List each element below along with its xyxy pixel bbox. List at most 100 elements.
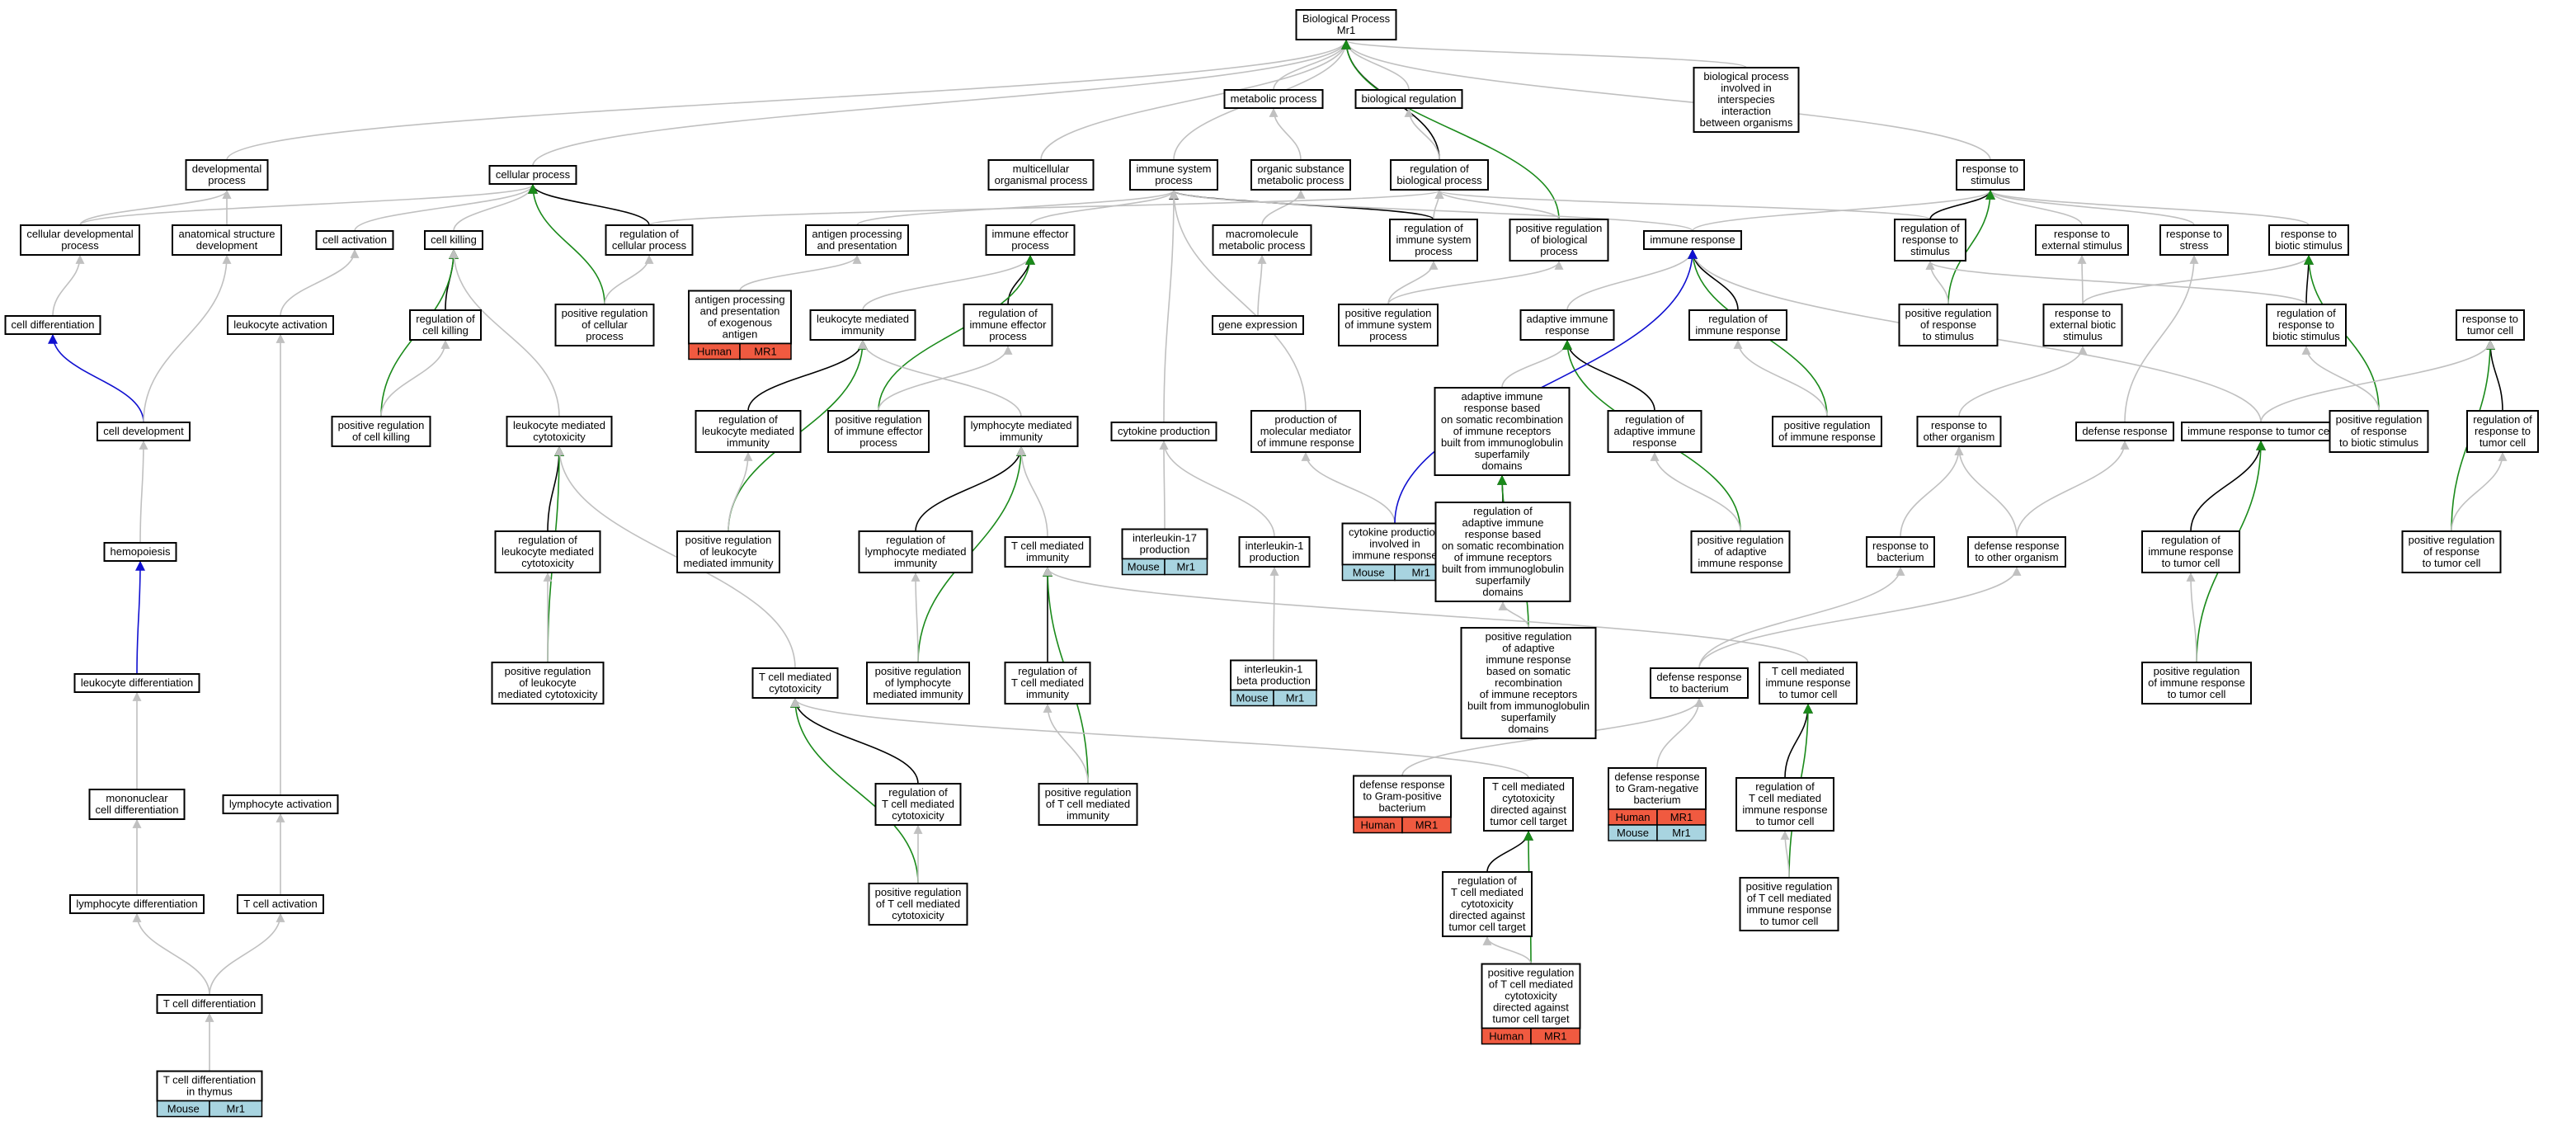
tag-gene-cell bbox=[1656, 824, 1707, 841]
node-label: to bacterium bbox=[1669, 682, 1729, 695]
node-box bbox=[1223, 89, 1324, 109]
node-label: on somatic recombination bbox=[1442, 540, 1564, 552]
node-label: response bbox=[1545, 324, 1589, 337]
node-box bbox=[2159, 224, 2229, 256]
node-label: cytotoxicity bbox=[533, 431, 586, 443]
node-box bbox=[227, 315, 334, 335]
node-label: of immune system bbox=[1345, 318, 1431, 331]
node-box bbox=[751, 667, 839, 699]
node-label: adaptive immune bbox=[1462, 516, 1544, 529]
node-label: lymphocyte mediated bbox=[971, 419, 1072, 431]
node-label: immune system bbox=[1396, 233, 1471, 246]
node-box bbox=[676, 530, 780, 573]
node-label: immune response to tumor cell bbox=[2187, 425, 2334, 437]
node-label: positive regulation bbox=[836, 413, 922, 426]
node-label: of immune effector bbox=[834, 425, 923, 437]
node-label: T cell differentiation bbox=[163, 1074, 256, 1086]
go-node-hemo: hemopoiesis bbox=[103, 542, 177, 562]
edge-posregimmsys-to-regimmsys bbox=[1387, 260, 1439, 305]
node-box bbox=[69, 894, 205, 914]
node-box bbox=[1894, 219, 1966, 262]
node-label: involved in bbox=[1369, 538, 1420, 550]
tag-species: Human bbox=[697, 346, 732, 358]
node-label: cell killing bbox=[422, 324, 469, 337]
node-label: regulation of bbox=[2277, 307, 2336, 319]
node-label: hemopoiesis bbox=[111, 545, 171, 558]
node-label: metabolic process bbox=[1258, 174, 1345, 186]
node-label: of response bbox=[2351, 425, 2407, 437]
node-box bbox=[2035, 224, 2129, 256]
node-label: cell development bbox=[103, 425, 184, 437]
node-label: immune response bbox=[1486, 653, 1571, 666]
edge-respextbio-to-respbiotic bbox=[2082, 254, 2314, 305]
node-label: bacterium bbox=[1877, 551, 1924, 563]
node-box bbox=[2141, 662, 2252, 705]
go-node-celldiff: cell differentiation bbox=[4, 315, 101, 335]
node-box bbox=[1688, 309, 1787, 341]
edge-posregtcellcytotumor-to-regtcellcytotumor bbox=[1482, 935, 1532, 964]
node-label: in thymus bbox=[186, 1086, 233, 1098]
edge-regtcellcyto-to-tcellcyto bbox=[790, 697, 919, 785]
node-label: bacterium bbox=[1633, 794, 1680, 806]
edge-adaptive-to-immresp bbox=[1566, 248, 1698, 311]
node-box bbox=[1250, 159, 1351, 191]
go-node-lymphdiff: lymphocyte differentiation bbox=[69, 894, 205, 914]
node-label: of leukocyte bbox=[699, 545, 756, 558]
node-label: process bbox=[989, 330, 1027, 342]
node-label: interleukin-1 bbox=[1245, 663, 1303, 676]
node-box bbox=[1650, 667, 1749, 699]
node-label: domains bbox=[1481, 459, 1523, 472]
node-box bbox=[1607, 410, 1702, 453]
node-label: superfamily bbox=[1475, 448, 1530, 460]
node-label: immune effector bbox=[970, 318, 1048, 331]
node-label: cytokine production bbox=[1349, 526, 1441, 539]
node-label: antigen processing bbox=[695, 294, 784, 306]
edge-celldiff-to-celldevproc bbox=[52, 254, 85, 317]
node-label: positive regulation bbox=[338, 419, 425, 431]
go-node-regtcellcytotumor: regulation ofT cell mediatedcytotoxicity… bbox=[1442, 871, 1533, 937]
node-label: biological regulation bbox=[1362, 92, 1457, 105]
node-label: development bbox=[196, 239, 258, 252]
node-label: regulation of bbox=[1900, 222, 1960, 234]
node-label: interleukin-17 bbox=[1133, 532, 1197, 544]
edge-regresptumor-to-resptumor bbox=[2485, 339, 2503, 412]
node-label: and presentation bbox=[700, 305, 780, 318]
edge-immeff-to-immsys bbox=[1029, 189, 1179, 226]
node-label: T cell mediated bbox=[1451, 886, 1523, 898]
node-label: based on somatic bbox=[1486, 665, 1571, 677]
edge-regimmeff-to-immeff bbox=[1007, 254, 1035, 305]
edge-regleukcyto-to-leukcyto bbox=[547, 445, 564, 532]
node-label: production of bbox=[1274, 413, 1337, 426]
edge-tcellimm-to-lymphimm bbox=[1016, 445, 1048, 538]
node-label: response to bbox=[2055, 307, 2111, 319]
node-label: to tumor cell bbox=[1779, 688, 1838, 700]
tag-species: Mouse bbox=[167, 1103, 200, 1115]
node-label: macromolecule bbox=[1226, 228, 1298, 240]
go-node-cytoprod: cytokine production bbox=[1110, 422, 1217, 441]
node-label: of immune receptors bbox=[1454, 551, 1552, 563]
node-label: leukocyte mediated bbox=[817, 313, 909, 325]
edge-regleukimm-to-leukmed bbox=[747, 339, 868, 412]
node-label: process bbox=[859, 436, 897, 449]
node-label: of immune receptors bbox=[1453, 425, 1552, 437]
node-box bbox=[1212, 315, 1304, 335]
node-box bbox=[2456, 309, 2525, 341]
node-label: of T cell mediated bbox=[1747, 892, 1831, 904]
node-label: cellular developmental bbox=[26, 228, 133, 240]
node-box bbox=[2401, 530, 2502, 573]
edge-posregleukimm-to-regleukimm bbox=[728, 451, 753, 532]
node-label: regulation of bbox=[1708, 313, 1768, 325]
node-label: positive regulation bbox=[562, 307, 648, 319]
